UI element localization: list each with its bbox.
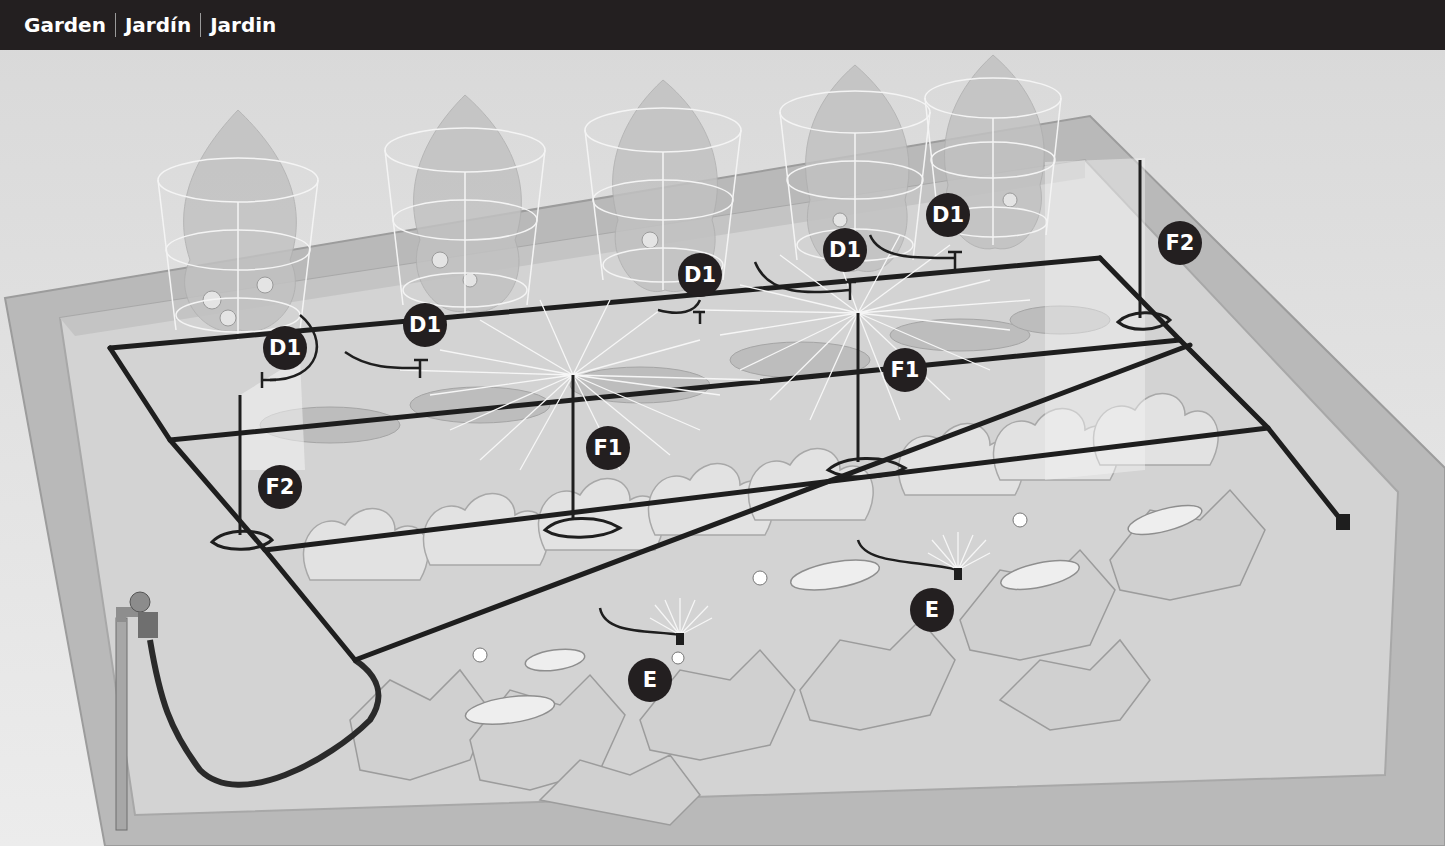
callout-number: F1 [586, 426, 630, 470]
tomato-plants [184, 55, 1045, 332]
callout-number: D1 [678, 253, 722, 297]
title-translation: Jardín [115, 13, 191, 37]
cucumber-flowers [473, 513, 1027, 664]
callout-number: F1 [883, 348, 927, 392]
end-cap [1336, 514, 1350, 530]
cucumbers [464, 500, 1205, 730]
hose [150, 640, 378, 785]
cucumber-leaves [350, 490, 1265, 825]
title: Garden [24, 13, 106, 37]
callout-number: E [910, 588, 954, 632]
callout-number: D1 [926, 193, 970, 237]
title-translation: Jardin [200, 13, 276, 37]
callout-number: D1 [403, 303, 447, 347]
sprinkler-stands [212, 160, 1170, 549]
e-sprays [600, 532, 990, 645]
f1-spray [400, 235, 1030, 470]
callout-number: D1 [263, 326, 307, 370]
title-bar: Garden Jardín Jardin [0, 0, 1445, 50]
f2-spray [1045, 158, 1145, 480]
faucet [116, 592, 158, 830]
callout-number: F2 [1158, 221, 1202, 265]
drip-tubing [110, 258, 1345, 660]
callout-number: D1 [823, 228, 867, 272]
callout-number: E [628, 658, 672, 702]
callout-number: F2 [258, 465, 302, 509]
